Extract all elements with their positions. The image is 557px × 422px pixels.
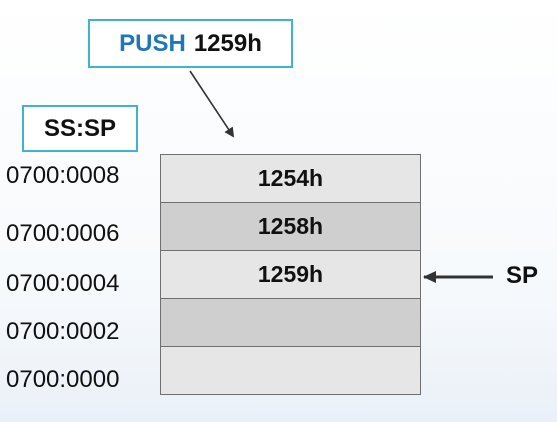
- stack-cell: [160, 298, 421, 347]
- address-label: 0700:0002: [6, 318, 120, 345]
- push-operand: 1259h: [193, 29, 262, 57]
- push-instruction-box: PUSH 1259h: [88, 19, 293, 68]
- address-label: 0700:0008: [6, 162, 120, 189]
- address-label: 0700:0006: [6, 220, 120, 247]
- stack-cell: 1259h: [160, 250, 421, 299]
- stack-cell: [160, 346, 421, 395]
- push-target-arrow: [189, 70, 235, 138]
- address-label: 0700:0000: [6, 366, 120, 393]
- ss-sp-label-box: SS:SP: [22, 105, 138, 152]
- stack-cell: 1258h: [160, 202, 421, 251]
- address-label: 0700:0004: [6, 270, 120, 297]
- ss-sp-label: SS:SP: [43, 114, 117, 142]
- push-opcode: PUSH: [119, 29, 186, 57]
- sp-pointer-label: SP: [506, 262, 539, 289]
- stack-cell: 1254h: [160, 154, 421, 203]
- memory-stack: 1254h 1258h 1259h: [160, 154, 421, 395]
